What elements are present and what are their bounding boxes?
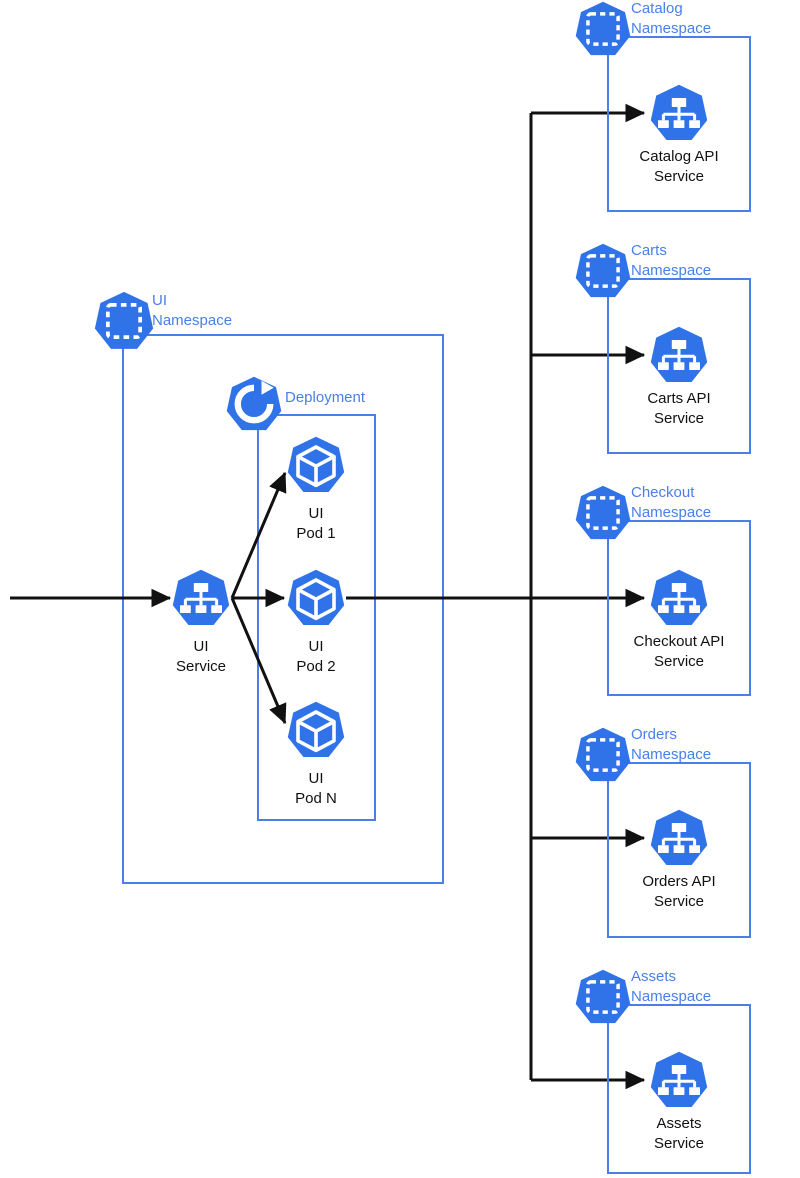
catalog-namespace-label-line1: Catalog	[631, 0, 683, 17]
assets-namespace-label-line2: Namespace	[631, 988, 711, 1005]
ui-namespace-group[interactable]: UI Namespace Deployment UI Pod 1 UI Pod …	[93, 290, 444, 884]
catalog-api-service-label-line2: Service	[654, 168, 704, 185]
orders-namespace-box	[607, 762, 751, 938]
service-icon	[649, 325, 709, 384]
service-icon	[649, 1050, 709, 1109]
assets-namespace-group[interactable]: Assets Namespace Assets Service	[574, 968, 751, 1174]
catalog-api-service[interactable]: Catalog API Service	[639, 83, 719, 185]
ui-pod-n-label-line1: UI	[309, 770, 324, 787]
checkout-api-service-label-line1: Checkout API	[634, 633, 725, 650]
assets-namespace-box	[607, 1004, 751, 1174]
catalog-api-service-label-line1: Catalog API	[639, 148, 718, 165]
ui-pod-n[interactable]: UI Pod N	[286, 700, 346, 807]
service-icon	[649, 808, 709, 867]
namespace-icon	[574, 726, 632, 783]
carts-api-service-label-line2: Service	[654, 410, 704, 427]
pod-icon	[286, 700, 346, 759]
ui-namespace-label-line2: Namespace	[152, 312, 232, 329]
checkout-namespace-group[interactable]: Checkout Namespace Checkout API Service	[574, 484, 751, 696]
orders-namespace-label-line1: Orders	[631, 726, 677, 743]
checkout-api-service[interactable]: Checkout API Service	[634, 568, 725, 670]
assets-service[interactable]: Assets Service	[649, 1050, 709, 1152]
deployment-group[interactable]: Deployment UI Pod 1 UI Pod 2 UI Pod N	[227, 377, 376, 821]
deployment-label: Deployment	[285, 389, 366, 406]
namespace-icon	[574, 242, 632, 299]
carts-namespace-group[interactable]: Carts Namespace Carts API Service	[574, 242, 751, 454]
ui-pod-1-label-line1: UI	[309, 505, 324, 522]
ui-pod-2-label-line1: UI	[309, 638, 324, 655]
checkout-namespace-label-line1: Checkout	[631, 484, 695, 501]
service-to-pod-1-arrow	[230, 471, 287, 599]
service-to-pod-n-arrow	[230, 597, 287, 725]
catalog-namespace-group[interactable]: Catalog Namespace Catalog API Service	[574, 0, 751, 212]
service-icon	[649, 83, 709, 142]
checkout-namespace-box	[607, 520, 751, 696]
deployment-icon	[227, 377, 282, 430]
ui-service-label-line1: UI	[194, 638, 209, 655]
orders-api-service-label-line1: Orders API	[642, 873, 715, 890]
namespace-icon	[574, 968, 632, 1025]
service-icon	[649, 568, 709, 627]
pod-icon	[286, 568, 346, 627]
carts-namespace-box	[607, 278, 751, 454]
ui-namespace-label-line1: UI	[152, 292, 167, 309]
namespace-icon	[93, 290, 155, 351]
ui-pod-1[interactable]: UI Pod 1	[286, 435, 346, 542]
carts-namespace-label-line1: Carts	[631, 242, 667, 259]
pod-icon	[286, 435, 346, 494]
ui-service-label-line2: Service	[176, 658, 226, 675]
ui-pod-2[interactable]: UI Pod 2	[286, 568, 346, 675]
catalog-namespace-label-line2: Namespace	[631, 20, 711, 37]
catalog-namespace-box	[607, 36, 751, 212]
namespace-icon	[574, 0, 632, 57]
assets-service-label-line1: Assets	[656, 1115, 701, 1132]
carts-api-service-label-line1: Carts API	[647, 390, 710, 407]
carts-api-service[interactable]: Carts API Service	[647, 325, 711, 427]
namespace-icon	[574, 484, 632, 541]
checkout-api-service-label-line2: Service	[654, 653, 704, 670]
ui-service[interactable]: UI Service	[171, 568, 231, 675]
deployment-box	[257, 414, 376, 821]
ui-pod-1-label-line2: Pod 1	[296, 525, 335, 542]
orders-namespace-group[interactable]: Orders Namespace Orders API Service	[574, 726, 751, 938]
service-icon	[171, 568, 231, 627]
carts-namespace-label-line2: Namespace	[631, 262, 711, 279]
ui-namespace-box	[122, 334, 444, 884]
assets-service-label-line2: Service	[654, 1135, 704, 1152]
orders-api-service[interactable]: Orders API Service	[642, 808, 716, 910]
ui-pod-2-label-line2: Pod 2	[296, 658, 335, 675]
checkout-namespace-label-line2: Namespace	[631, 504, 711, 521]
ui-pod-n-label-line2: Pod N	[295, 790, 337, 807]
orders-namespace-label-line2: Namespace	[631, 746, 711, 763]
orders-api-service-label-line2: Service	[654, 893, 704, 910]
assets-namespace-label-line1: Assets	[631, 968, 676, 985]
